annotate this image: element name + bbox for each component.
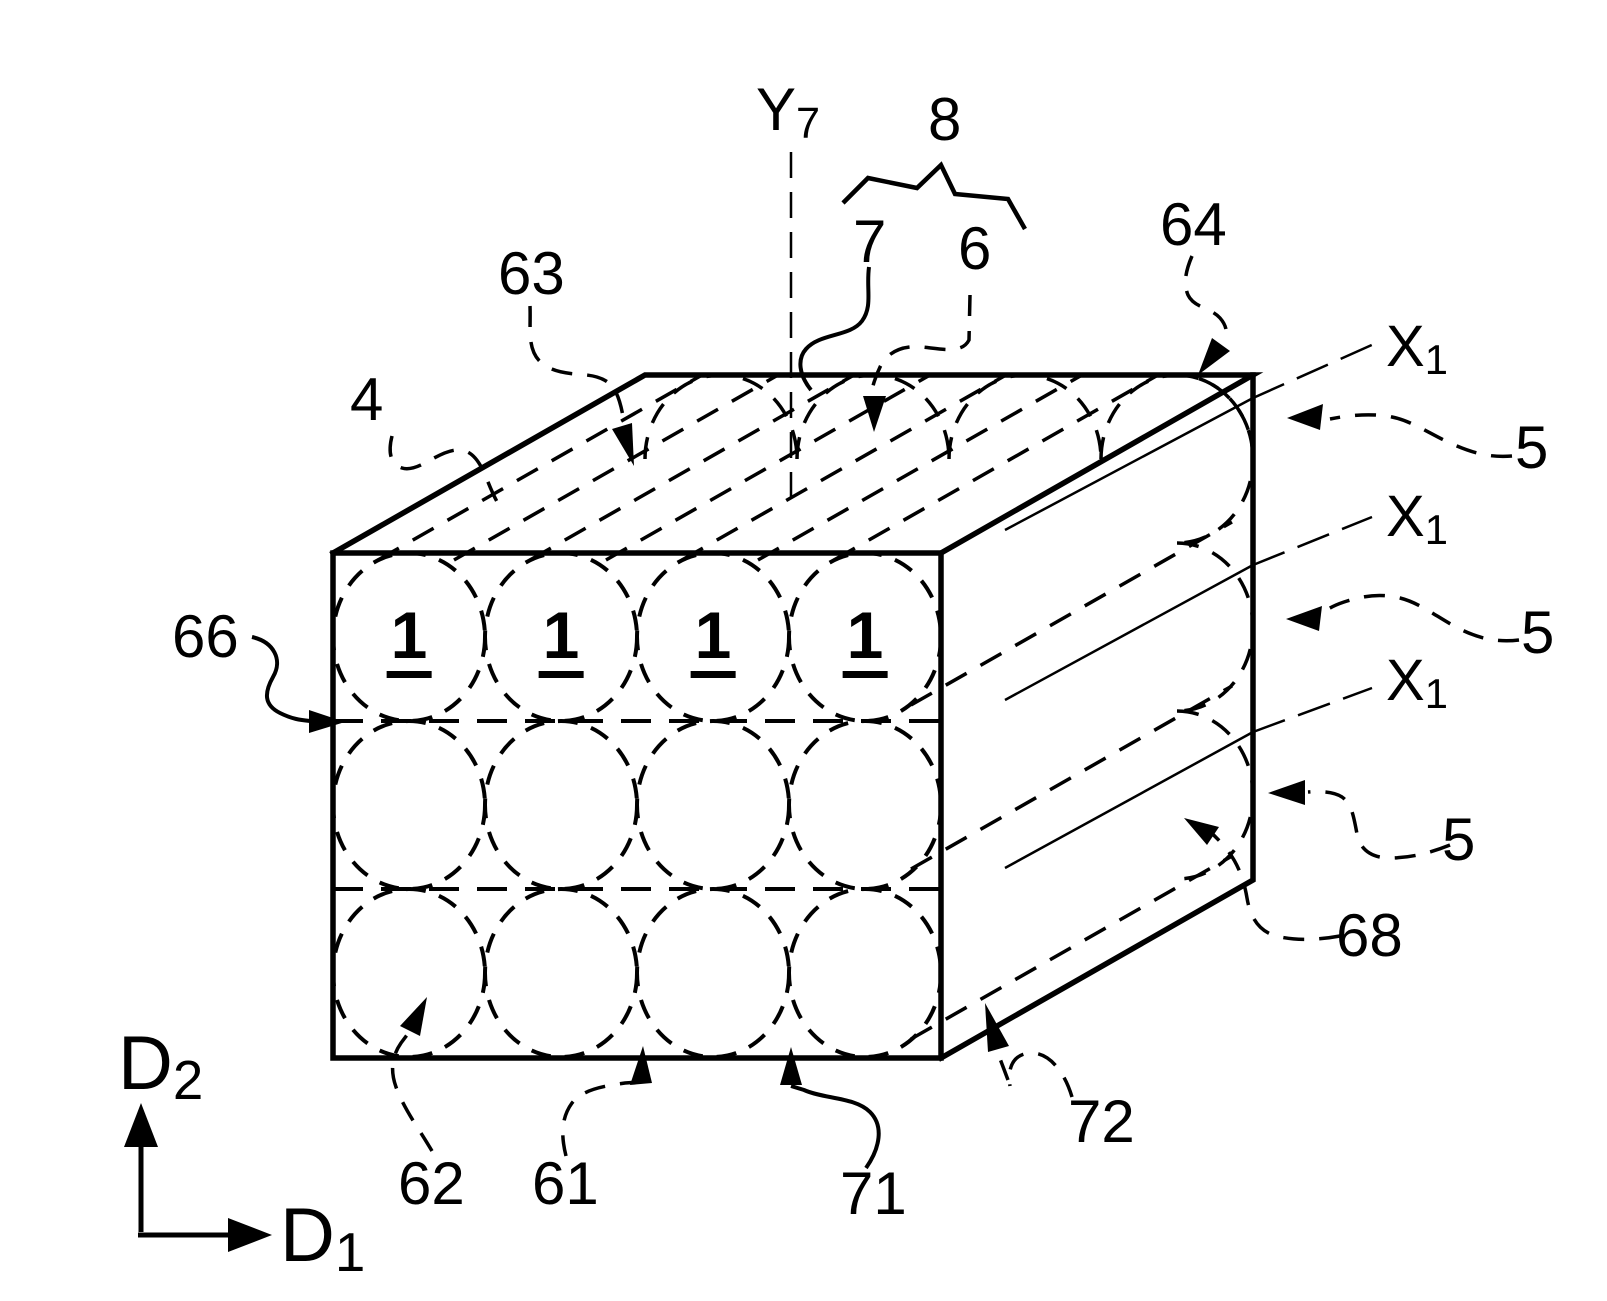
label-64: 64 — [1160, 191, 1227, 258]
silhouette-line — [529, 373, 855, 562]
cylinder-circle — [635, 719, 791, 891]
leader-6 — [870, 294, 972, 391]
leader-5-mid — [1315, 593, 1520, 643]
arrowheads — [309, 338, 1323, 1085]
label-62: 62 — [398, 1150, 465, 1217]
label-5-top: 5 — [1515, 414, 1549, 481]
direction-axes — [138, 1143, 232, 1238]
label-y7: Y7 — [756, 76, 821, 148]
cylinder-circle — [331, 719, 487, 891]
arrowhead-66 — [309, 710, 345, 733]
d1-arrowhead — [228, 1218, 272, 1252]
cylinder-cross-sections — [331, 551, 943, 1059]
arrowhead-68 — [1184, 818, 1219, 845]
leader-63 — [528, 305, 627, 429]
cylinder-circle — [483, 887, 639, 1059]
silhouette-line — [377, 373, 703, 562]
back-arc — [1176, 541, 1255, 713]
dashed-leaders — [388, 255, 1520, 1157]
cylinder-circle — [787, 887, 943, 1059]
leader-5-bot — [1307, 789, 1451, 860]
label-61: 61 — [532, 1150, 599, 1217]
label-x1-bot: X1 — [1386, 648, 1448, 717]
top-face-silhouette-lines — [377, 373, 1159, 562]
x1-axis-dashed — [1252, 686, 1373, 734]
arrowhead-5-top — [1287, 404, 1323, 430]
leader-72 — [994, 1047, 1074, 1098]
leader-62 — [390, 1029, 434, 1152]
row-tangent-lines — [333, 719, 941, 891]
x1-axis-dashed — [1252, 342, 1375, 400]
solid-leaders — [251, 266, 881, 1170]
cylinder-circle — [331, 887, 487, 1059]
cell-label-1: 1 — [386, 602, 432, 678]
arrowhead-61 — [630, 1046, 652, 1085]
silhouette-line — [681, 373, 1007, 562]
label-x1-mid: X1 — [1386, 484, 1448, 553]
label-68: 68 — [1336, 902, 1403, 969]
label-7: 7 — [853, 208, 887, 275]
label-5-bot: 5 — [1442, 806, 1476, 873]
cell-label-1: 1 — [842, 602, 888, 678]
silhouette-line — [453, 373, 779, 562]
label-d2: D2 — [118, 1021, 204, 1111]
arrowhead-5-mid — [1286, 606, 1322, 631]
label-66: 66 — [172, 603, 239, 670]
label-6: 6 — [958, 215, 992, 282]
back-arc — [1176, 373, 1255, 545]
label-4: 4 — [350, 366, 384, 433]
label-63: 63 — [498, 240, 565, 307]
cell-label-1: 1 — [690, 602, 736, 678]
x1-axis-lines — [1004, 342, 1375, 870]
box-top-face — [329, 372, 1264, 557]
leader-71 — [790, 1084, 881, 1170]
leader-7 — [798, 266, 871, 392]
silhouette-line — [833, 373, 1159, 562]
back-arc — [947, 373, 1103, 460]
direction-axis-arrowheads — [124, 1103, 272, 1252]
back-arc — [643, 373, 799, 460]
x1-axis-solid — [1004, 730, 1254, 870]
group-brace — [841, 161, 1027, 231]
arrowhead-64 — [1198, 338, 1230, 375]
label-d1: D1 — [280, 1193, 366, 1283]
cell-label-1: 1 — [538, 602, 584, 678]
label-72: 72 — [1068, 1088, 1135, 1155]
leader-64 — [1183, 255, 1229, 343]
x1-axis-solid — [1004, 396, 1254, 532]
arrowhead-72 — [985, 1003, 1009, 1052]
label-71: 71 — [840, 1160, 907, 1227]
label-8: 8 — [928, 86, 962, 153]
x1-axis-dashed — [1252, 515, 1373, 567]
arrowhead-6 — [863, 396, 886, 432]
leader-5-top — [1329, 413, 1513, 459]
arrowhead-62 — [400, 997, 427, 1036]
box-right-face — [937, 372, 1256, 1062]
right-face-silhouette-lines — [910, 520, 1233, 1041]
leader-68 — [1205, 827, 1341, 942]
leader-61 — [561, 1080, 640, 1157]
label-5-mid: 5 — [1521, 599, 1555, 666]
arrowhead-63 — [612, 423, 634, 466]
arrowhead-71 — [780, 1047, 802, 1085]
silhouette-line — [910, 684, 1233, 871]
cylinder-circle — [483, 719, 639, 891]
leader-4 — [388, 435, 501, 506]
arrowhead-5-bot — [1268, 780, 1305, 805]
silhouette-line — [605, 373, 931, 562]
box-edges — [329, 372, 1264, 1062]
silhouette-line — [910, 854, 1233, 1041]
silhouette-line — [757, 373, 1083, 562]
leader-66 — [251, 635, 311, 723]
label-x1-top: X1 — [1386, 314, 1448, 383]
back-arc — [1176, 709, 1255, 881]
right-face-back-arcs — [1176, 373, 1255, 881]
silhouette-line — [910, 520, 1233, 707]
cylinder-circle — [635, 887, 791, 1059]
x1-axis-solid — [1004, 563, 1254, 702]
d2-arrowhead — [124, 1103, 158, 1147]
